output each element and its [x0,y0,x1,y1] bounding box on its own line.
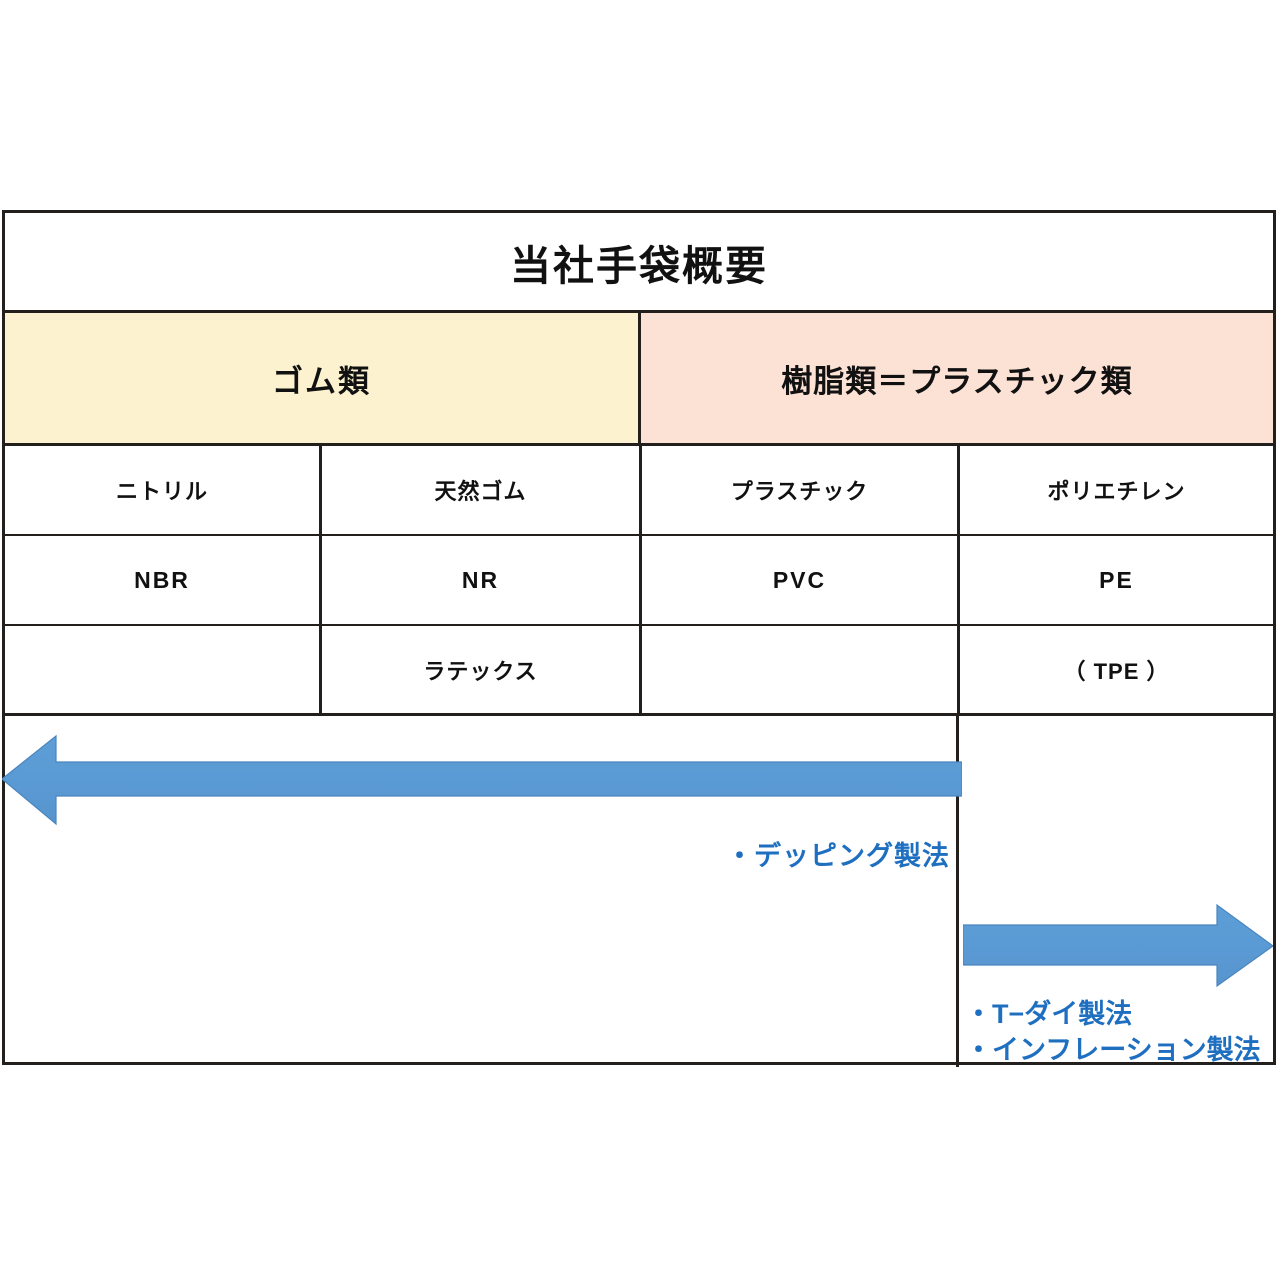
abbrev-pvc: PVC [642,536,960,624]
material-name-polyethylene: ポリエチレン [1047,479,1186,504]
subtype-plastic [642,626,960,713]
table-title-row: 当社手袋概要 [5,213,1273,313]
left-arrow-icon [2,724,962,829]
abbrev-nr: NR [322,536,642,624]
subtype-latex: ラテックス [322,626,642,713]
glove-overview-table: 当社手袋概要 ゴム類 樹脂類＝プラスチック類 ニトリル 天然ゴム プラスチック … [2,210,1276,1067]
abbrev-nbr: NBR [5,536,322,624]
annotation-dipping-process: ・デッピング製法 [726,841,950,871]
material-name-natural-rubber: 天然ゴム [322,446,642,534]
category-header-resin: 樹脂類＝プラスチック類 [641,313,1273,443]
process-cell-rubber-plastic: ・デッピング製法 [2,716,962,1067]
material-name-plastic: プラスチック [642,446,960,534]
category-header-row: ゴム類 樹脂類＝プラスチック類 [5,313,1273,446]
annotation-extrusion-processes: ・T−ダイ製法 ・インフレーション製法 [965,997,1261,1068]
page-title: 当社手袋概要 [510,242,768,289]
subtype-tpe: （ TPE ） [1063,658,1170,684]
annotation-t-die-process: ・T−ダイ製法 [965,999,1133,1029]
subtype-nitrile [5,626,322,713]
material-name-row: ニトリル 天然ゴム プラスチック ポリエチレン [5,446,1273,536]
category-header-rubber: ゴム類 [5,313,641,443]
right-arrow-icon [963,903,1273,988]
process-cell-polyethylene: ・T−ダイ製法 ・インフレーション製法 [959,716,1273,1067]
material-name-nitrile: ニトリル [5,446,322,534]
abbrev-pe: PE [1099,566,1134,593]
material-subtype-row: ラテックス （ TPE ） [5,626,1273,716]
annotation-inflation-process: ・インフレーション製法 [965,1034,1261,1065]
process-row: ・デッピング製法 ・T−ダイ製法 ・インフレーション製 [2,716,1273,1067]
material-abbreviation-row: NBR NR PVC PE [5,536,1273,626]
